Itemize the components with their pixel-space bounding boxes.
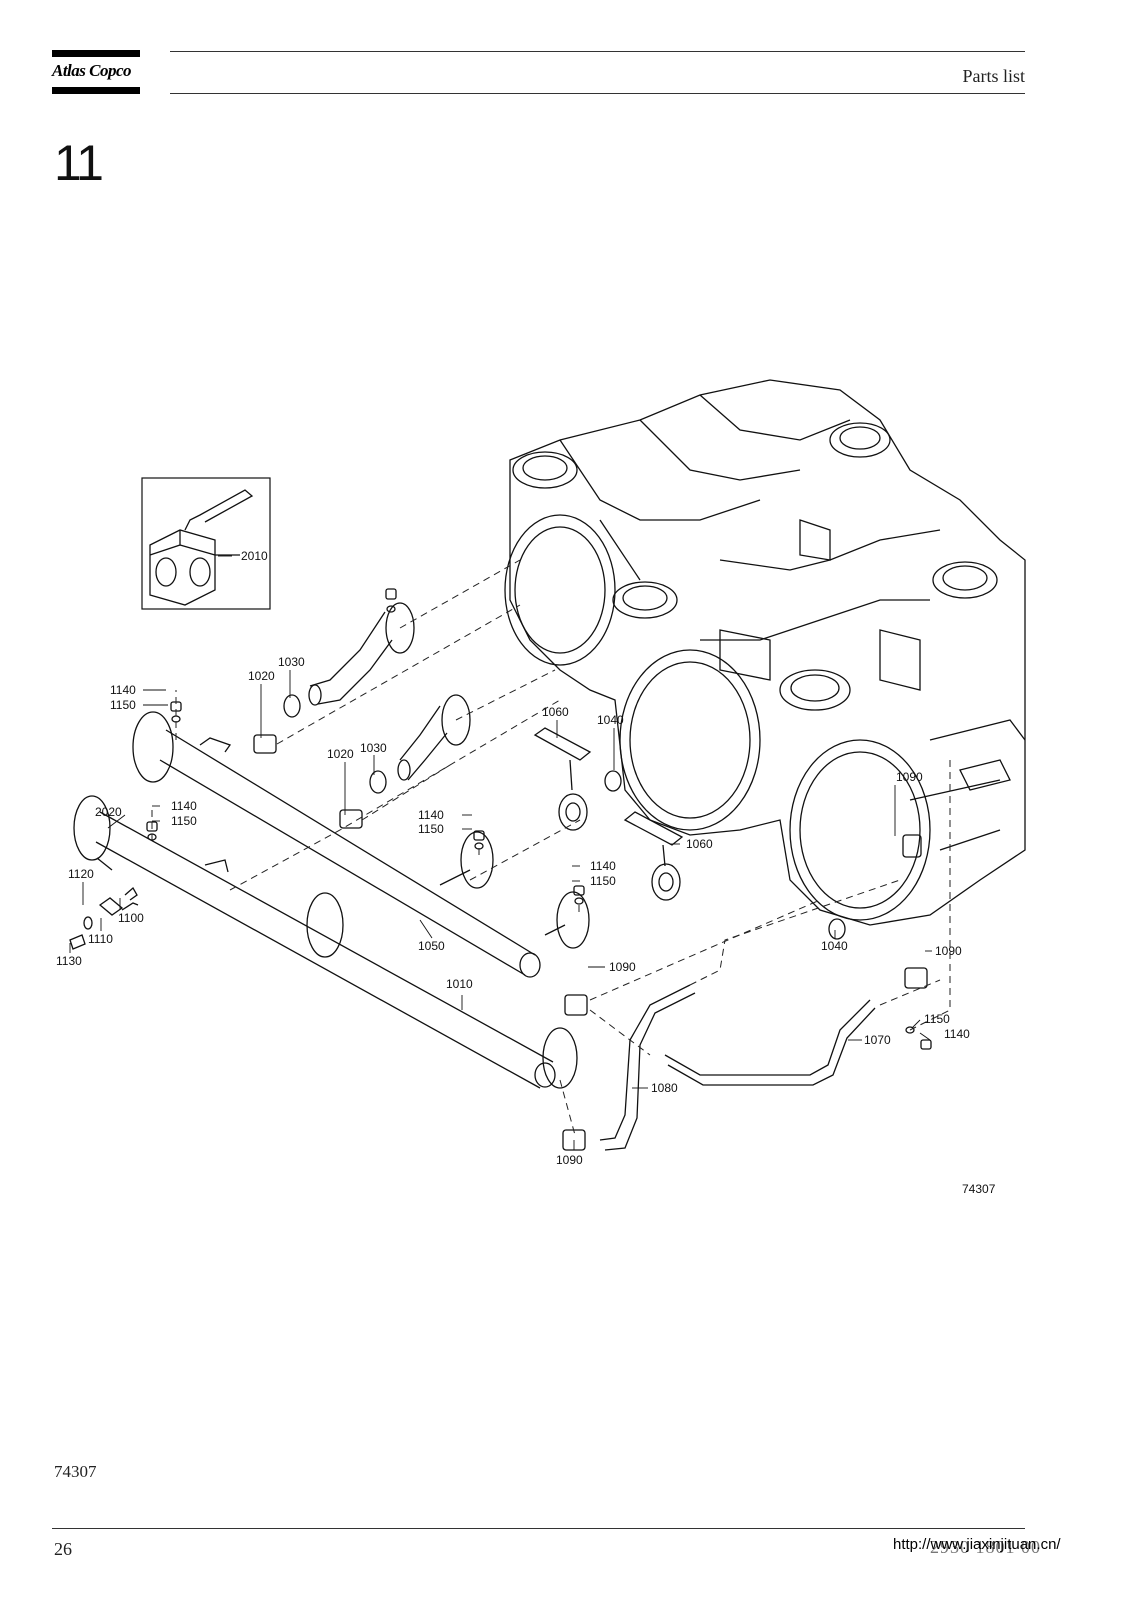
figure-code: 74307: [962, 1182, 996, 1196]
clamp-1090-d: [902, 834, 922, 858]
callout-1150: 1150: [590, 874, 616, 888]
callout-1050: 1050: [418, 939, 445, 953]
atlas-copco-logo: Atlas Copco: [52, 50, 140, 94]
compressor-housing: [504, 379, 1026, 926]
hose-1070: [664, 999, 871, 1076]
callout-2020: 2020: [95, 805, 122, 819]
footer-rule: [52, 1528, 1025, 1529]
callout-1080: 1080: [651, 1081, 678, 1095]
callout-1060: 1060: [686, 837, 713, 851]
drain-valve-group: [69, 857, 139, 950]
callout-1140: 1140: [418, 808, 444, 822]
butterfly-valve-1060-b: [623, 811, 684, 901]
seal-1030-b: [369, 770, 387, 794]
callout-1040: 1040: [597, 713, 624, 727]
callout-1140: 1140: [944, 1027, 970, 1041]
hose-1080: [599, 984, 691, 1141]
pipe-1010: [73, 795, 578, 1089]
butterfly-valve-1060-a: [533, 727, 592, 831]
callout-1060: 1060: [542, 705, 569, 719]
ball-valve-2010: [149, 489, 254, 606]
callout-1070: 1070: [864, 1033, 891, 1047]
callout-1140: 1140: [110, 683, 136, 697]
callout-1120: 1120: [68, 867, 94, 881]
logo-wordmark: Atlas Copco: [52, 61, 132, 80]
callout-1140: 1140: [171, 799, 197, 813]
callout-1090: 1090: [896, 770, 923, 784]
clamp-1090-a: [564, 994, 588, 1016]
callout-1140: 1140: [590, 859, 616, 873]
callout-1100: 1100: [118, 911, 144, 925]
inset-frame: [141, 477, 271, 610]
callout-1040: 1040: [821, 939, 848, 953]
callout-1090: 1090: [935, 944, 962, 958]
o-ring-1040-b: [828, 918, 846, 940]
callout-1150: 1150: [171, 814, 197, 828]
coupling-1020-a: [253, 734, 277, 754]
watermark-url: http://www.jiaxinjituan.cn/: [893, 1536, 1061, 1553]
coupling-1020-b: [339, 809, 363, 829]
callout-1020: 1020: [248, 669, 275, 683]
header-rule-top: [170, 51, 1025, 52]
callout-1010: 1010: [446, 977, 473, 991]
callout-1130: 1130: [56, 954, 82, 968]
header-title: Parts list: [962, 66, 1025, 86]
seal-1030-a: [283, 694, 301, 718]
assembly-guide-lines: [151, 559, 951, 1136]
callout-1110: 1110: [88, 932, 113, 946]
callout-1090: 1090: [556, 1153, 583, 1167]
o-ring-1040-a: [604, 770, 622, 792]
callout-1030: 1030: [360, 741, 387, 755]
callout-1090: 1090: [609, 960, 636, 974]
callout-1150: 1150: [110, 698, 136, 712]
clamp-1090-c: [904, 967, 928, 989]
callout-1020: 1020: [327, 747, 354, 761]
elbow-pipe-upper: [308, 602, 415, 706]
callout-1150: 1150: [924, 1012, 950, 1026]
elbow-pipe-lower: [397, 694, 471, 781]
logo-bar-top: [52, 50, 140, 57]
figure-reference: 74307: [54, 1462, 97, 1481]
logo-bar-bottom: [52, 87, 140, 94]
document-number: 2930 1801 00: [930, 1537, 1041, 1557]
callout-1030: 1030: [278, 655, 305, 669]
exploded-parts-diagram: 2010 1140 1150 1020 1030 1020 1030 1060 …: [56, 379, 1026, 1196]
inset-label: 2010: [241, 549, 268, 563]
page-number: 26: [54, 1539, 72, 1559]
section-number: 11: [54, 135, 104, 191]
plug-fitting-top: [385, 588, 397, 600]
callout-1150: 1150: [418, 822, 444, 836]
header-rule-bottom: [170, 93, 1025, 94]
pipe-1050: [132, 711, 590, 978]
